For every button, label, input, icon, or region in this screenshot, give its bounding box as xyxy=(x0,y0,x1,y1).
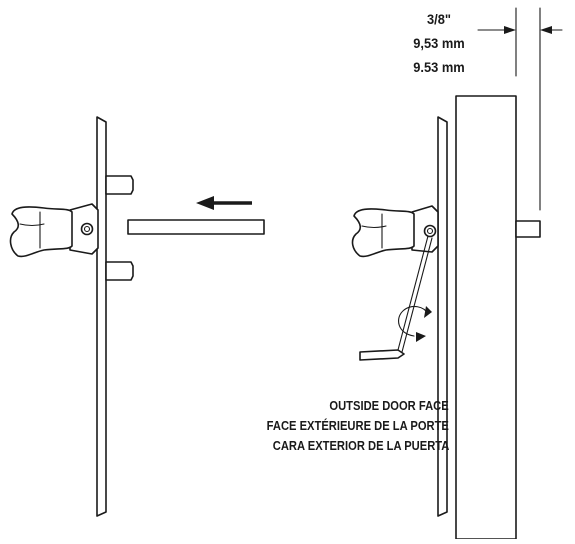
door-edge xyxy=(455,95,517,540)
dimension-arrow-right-head xyxy=(540,26,552,34)
left-upper-mounting-post xyxy=(105,175,134,195)
left-handle-assembly xyxy=(9,116,134,517)
right-knob-ridge xyxy=(361,225,387,229)
right-handle-assembly xyxy=(351,95,541,540)
left-thumb-turn-knob xyxy=(9,206,73,258)
face-label-french: FACE EXTÉRIEURE DE LA PORTE xyxy=(266,418,449,433)
right-thumb-turn-knob xyxy=(351,208,415,258)
left-set-screw-hole xyxy=(83,225,91,233)
dimension-fraction-label: 3/8" xyxy=(426,11,452,27)
right-escutcheon-plate xyxy=(437,116,448,517)
dimension-marker xyxy=(477,7,563,211)
spindle-protrusion xyxy=(515,220,541,238)
dimension-metric-comma-label: 9,53 mm xyxy=(413,35,465,51)
rotation-arrow xyxy=(398,305,432,342)
left-set-screw xyxy=(80,222,94,236)
right-set-screw-hole xyxy=(426,227,434,235)
dimension-arrow-left-head xyxy=(504,26,516,34)
face-label-spanish: CARA EXTERIOR DE LA PUERTA xyxy=(272,438,449,453)
right-set-screw xyxy=(423,224,437,238)
hex-key-short-arm xyxy=(359,349,405,361)
left-knob-ridge xyxy=(19,223,45,227)
spindle-bar xyxy=(127,219,265,235)
left-escutcheon-plate xyxy=(96,116,107,517)
left-lower-mounting-post xyxy=(105,261,134,281)
face-label-english: OUTSIDE DOOR FACE xyxy=(329,398,449,413)
insert-direction-arrow xyxy=(196,196,252,210)
dimension-metric-dot-label: 9.53 mm xyxy=(413,59,465,75)
